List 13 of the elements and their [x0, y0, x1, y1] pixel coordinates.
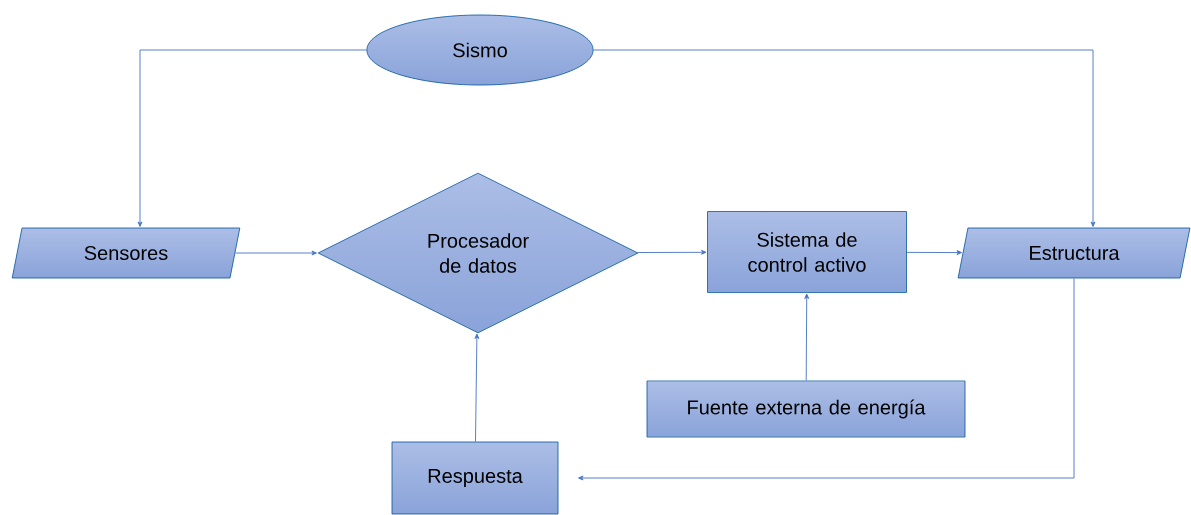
process-box: Respuesta: [391, 441, 559, 515]
output-parallelogram: Estructura: [957, 227, 1191, 279]
arrow: [234, 250, 317, 256]
process-box: Fuente externa de energía: [646, 380, 966, 438]
arrow: [137, 49, 367, 227]
input-parallelogram: Sensores: [11, 227, 241, 279]
arrow: [906, 250, 962, 255]
arrow: [637, 249, 707, 255]
arrow: [474, 333, 480, 443]
process-box: Sistema de control activo: [707, 211, 907, 293]
arrow: [578, 277, 1075, 481]
arrow: [593, 49, 1096, 227]
arrow: [804, 293, 810, 382]
